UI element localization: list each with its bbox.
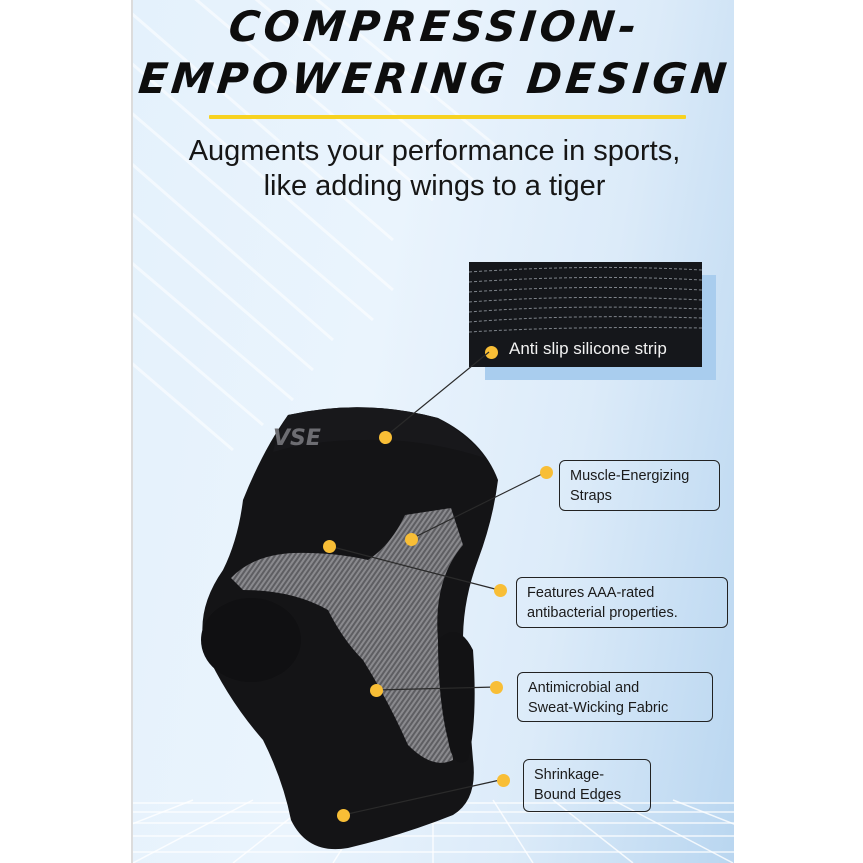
callout-text-line1: Features AAA-rated <box>527 585 655 601</box>
marker-dot-fabric <box>369 683 383 697</box>
callout-muscle-straps: Muscle-Energizing Straps <box>559 460 720 511</box>
callout-bound-edges: Shrinkage- Bound Edges <box>523 759 651 812</box>
callout-dot-edges <box>496 773 510 787</box>
product-infographic-panel: COMPRESSION- EMPOWERING DESIGN Augments … <box>131 0 734 863</box>
marker-dot-edge <box>336 808 350 822</box>
callout-text-line2: Sweat-Wicking Fabric <box>528 700 669 716</box>
marker-dot-antibacterial <box>322 539 336 553</box>
strip-marker-dot <box>485 346 498 359</box>
callout-dot-fabric <box>489 680 503 694</box>
brand-logo: VSE <box>273 426 321 451</box>
subtitle-line-2: like adding wings to a tiger <box>263 170 606 202</box>
callout-text-line2: Bound Edges <box>534 787 622 803</box>
callout-text-line1: Shrinkage- <box>534 767 605 783</box>
callout-dot-straps <box>539 465 553 479</box>
fabric-texture <box>469 266 702 333</box>
callout-text-line2: Straps <box>570 488 612 504</box>
background-stripes <box>133 0 734 863</box>
callout-dot-antibacterial <box>493 583 507 597</box>
strip-label: Anti slip silicone strip <box>509 339 667 358</box>
callout-sweat-wicking: Antimicrobial and Sweat-Wicking Fabric <box>517 672 713 722</box>
marker-dot-cuff <box>378 430 392 444</box>
subtitle-line-1: Augments your performance in sports, <box>188 135 681 167</box>
callout-text-line1: Muscle-Energizing <box>570 468 690 484</box>
knee-sleeve-image: VSE <box>201 351 547 850</box>
callout-text-line2: antibacterial properties. <box>527 605 678 621</box>
marker-dot-strap <box>404 532 418 546</box>
callout-text-line1: Antimicrobial and <box>528 680 640 696</box>
callout-antibacterial: Features AAA-rated antibacterial propert… <box>516 577 728 628</box>
silicone-strip-closeup-image: Anti slip silicone strip <box>469 262 702 367</box>
headline-underline <box>209 115 686 119</box>
